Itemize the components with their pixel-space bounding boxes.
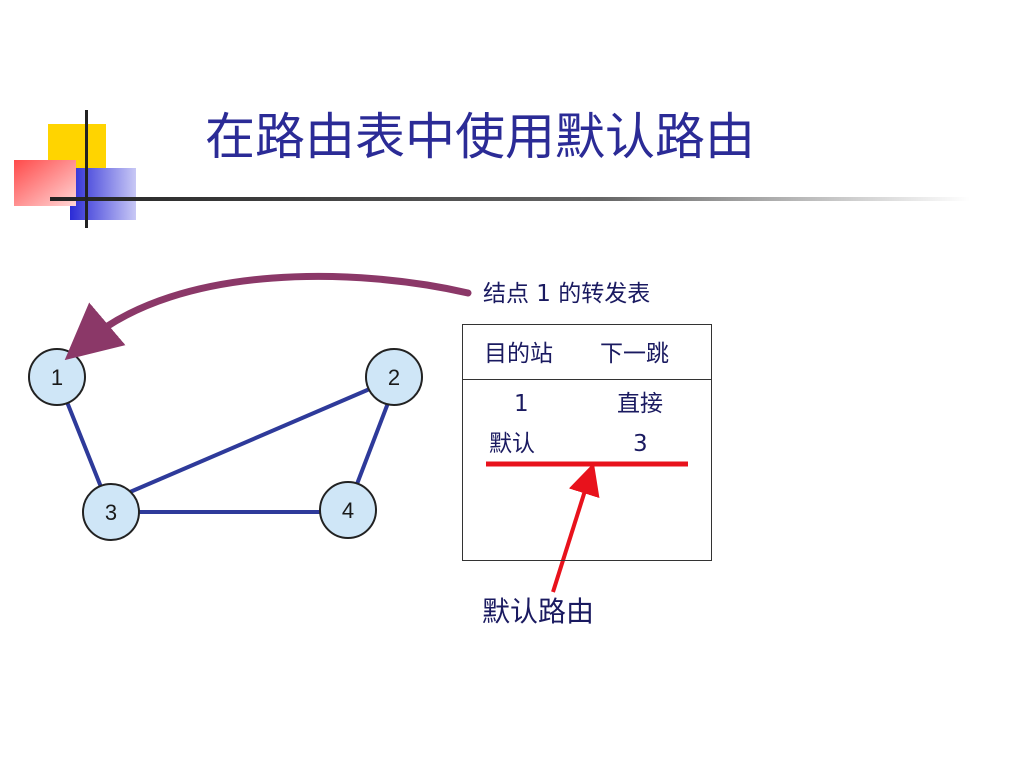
edge-2-3 [129,386,373,494]
forwarding-table [462,324,712,561]
node-1: 1 [28,348,86,406]
table-row-2-destination: 默认 [489,431,535,457]
table-header-destination: 目的站 [484,341,553,367]
logo-blue-square [70,168,136,220]
node-3-label: 3 [105,500,117,525]
logo-horizontal-rule [50,197,970,201]
slide-title: 在路由表中使用默认路由 [205,108,755,166]
table-header-divider [463,379,711,380]
table-row-1-destination: 1 [514,391,529,417]
default-route-arrow [551,462,600,593]
node-2-label: 2 [388,365,400,390]
edge-2-4 [355,402,390,485]
node-1-label: 1 [51,365,63,390]
table-row-2-next-hop: 3 [633,431,648,457]
table-header-next-hop: 下一跳 [600,341,669,367]
default-route-label: 默认路由 [482,595,595,628]
table-row-1-next-hop: 直接 [617,391,663,417]
edge-1-3 [65,401,103,488]
logo-vertical-rule [85,110,88,228]
table-to-node1-arrow [64,272,472,361]
table-caption: 结点 1 的转发表 [483,281,651,307]
node-2: 2 [365,348,423,406]
node-3: 3 [82,483,140,541]
slide-logo-decoration [14,110,970,228]
node-4-label: 4 [342,498,354,523]
node-4: 4 [319,481,377,539]
